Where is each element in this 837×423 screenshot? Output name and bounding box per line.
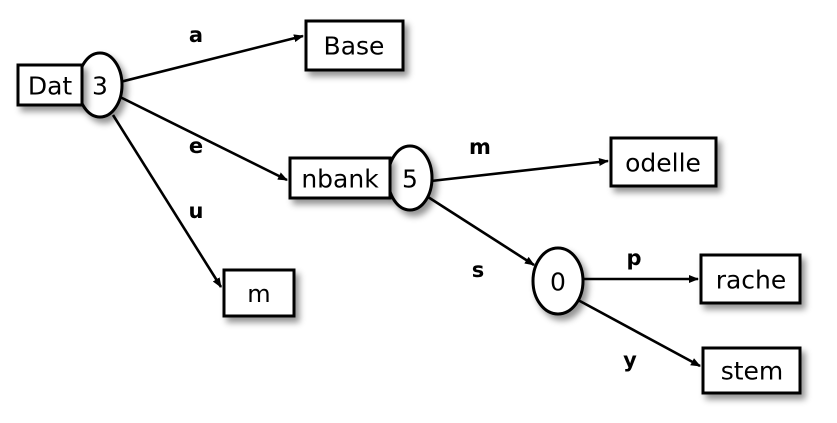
node-rache-label: rache [716, 266, 787, 295]
edge-y-line [577, 298, 701, 368]
nodes-layer: Dat 3 Base nbank 5 m [16, 19, 802, 395]
node-m-shape[interactable] [222, 268, 296, 318]
node-m-label: m [247, 280, 270, 308]
node-nbank[interactable]: nbank [288, 156, 392, 200]
node-n3-label: 3 [92, 72, 108, 101]
node-base[interactable]: Base [304, 19, 405, 72]
node-rache[interactable]: rache [699, 253, 802, 305]
node-nbank-label: nbank [301, 165, 379, 194]
node-n0-label: 0 [550, 268, 566, 297]
node-odelle[interactable]: odelle [609, 136, 718, 188]
edges-layer [111, 34, 701, 368]
node-m[interactable]: m [222, 268, 296, 318]
node-n5-label: 5 [402, 165, 418, 194]
edge-label-m: m [469, 135, 491, 159]
node-base-shape[interactable] [304, 19, 405, 72]
edge-e-line [119, 95, 288, 182]
edge-m-line [430, 158, 609, 183]
edge-s-line [427, 195, 535, 267]
edge-label-u: u [189, 199, 204, 223]
node-n0-shape[interactable] [531, 246, 585, 316]
node-base-label: Base [324, 32, 385, 61]
node-dat-shape[interactable] [16, 63, 84, 107]
node-dat-label: Dat [28, 72, 73, 101]
node-rache-shape[interactable] [699, 253, 802, 305]
edge-u-line [111, 114, 223, 288]
node-odelle-shape[interactable] [609, 136, 718, 188]
node-dat[interactable]: Dat [16, 63, 84, 107]
edge-label-s: s [472, 258, 485, 282]
edge-a-line [119, 34, 304, 84]
edge-label-e: e [189, 134, 203, 158]
edge-label-a: a [189, 23, 203, 47]
node-odelle-label: odelle [625, 149, 701, 178]
edge-label-y: y [623, 348, 637, 372]
node-stem-label: stem [721, 357, 784, 386]
node-stem-shape[interactable] [701, 346, 802, 395]
node-stem[interactable]: stem [701, 346, 802, 395]
edge-labels-layer: a e u m s p y [189, 23, 642, 372]
edge-label-p: p [626, 246, 641, 270]
node-n0[interactable]: 0 [531, 246, 585, 316]
node-nbank-shape[interactable] [288, 156, 392, 200]
